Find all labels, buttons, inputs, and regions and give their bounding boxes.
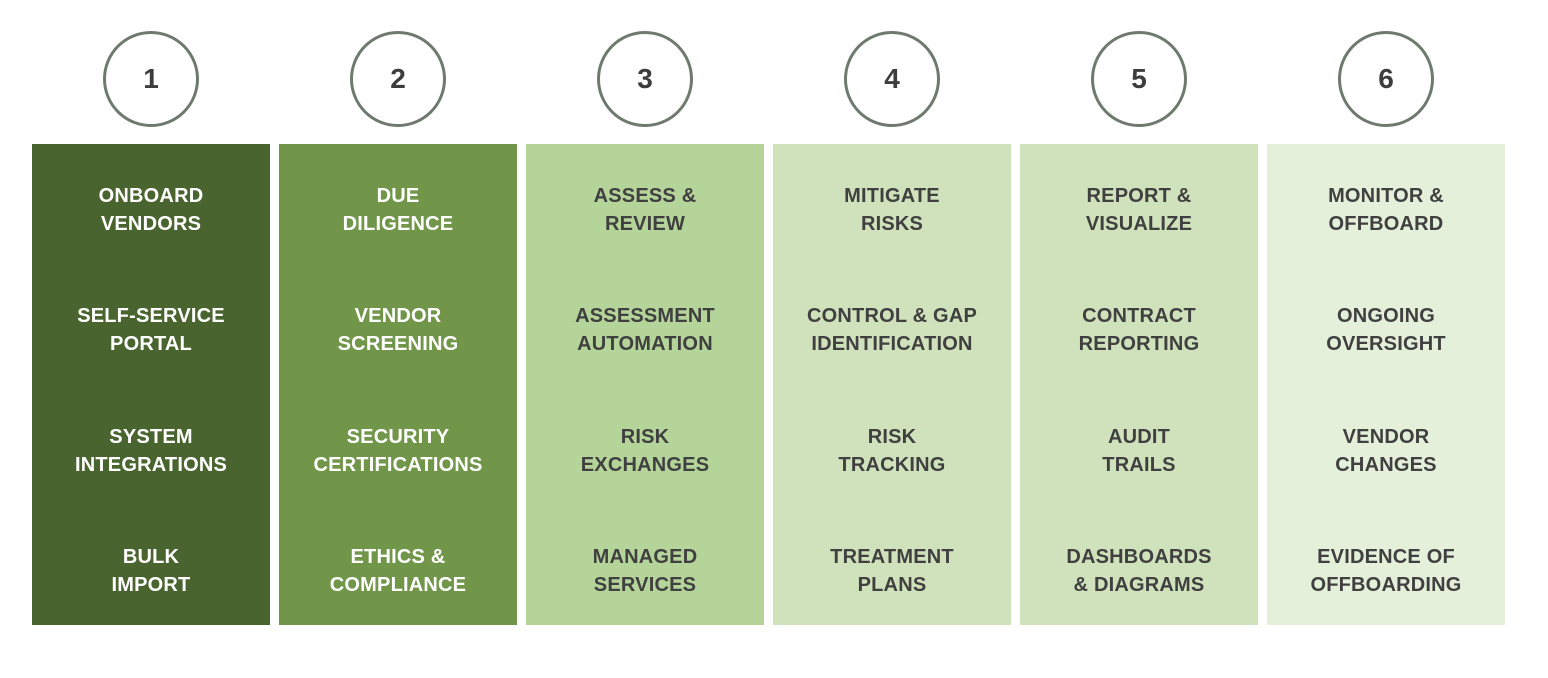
step-item: ONGOING OVERSIGHT (1326, 305, 1446, 356)
step-3-number-circle: 3 (597, 31, 693, 127)
step-column-5: 5 REPORT & VISUALIZE CONTRACT REPORTING … (1020, 31, 1258, 625)
step-2-box: DUE DILIGENCE VENDOR SCREENING SECURITY … (279, 144, 517, 625)
step-number: 3 (637, 63, 653, 94)
step-number: 1 (143, 63, 159, 94)
step-item: REPORT & VISUALIZE (1085, 185, 1193, 235)
step-item: ETHICS & COMPLIANCE (329, 545, 467, 596)
step-5-number-circle: 5 (1091, 31, 1187, 127)
step-item: CONTROL & GAP IDENTIFICATION (806, 305, 977, 356)
step-number: 5 (1131, 63, 1147, 94)
step-item: AUDIT TRAILS (1102, 425, 1176, 476)
step-4-number-circle: 4 (844, 31, 940, 127)
step-5-box: REPORT & VISUALIZE CONTRACT REPORTING AU… (1020, 144, 1258, 625)
step-2-number-circle: 2 (350, 31, 446, 127)
step-item: DUE DILIGENCE (342, 185, 454, 235)
step-item: EVIDENCE OF OFFBOARDING (1310, 545, 1462, 596)
step-item: SECURITY CERTIFICATIONS (313, 425, 483, 476)
step-item: CONTRACT REPORTING (1078, 305, 1200, 356)
step-number: 4 (884, 63, 900, 94)
step-1-number-circle: 1 (103, 31, 199, 127)
step-item: ONBOARD VENDORS (98, 185, 204, 235)
step-item: BULK IMPORT (111, 545, 191, 596)
step-item: RISK EXCHANGES (580, 425, 710, 476)
step-column-1: 1 ONBOARD VENDORS SELF-SERVICE PORTAL SY… (32, 31, 270, 625)
step-column-2: 2 DUE DILIGENCE VENDOR SCREENING SECURIT… (279, 31, 517, 625)
step-item: ASSESS & REVIEW (593, 185, 697, 235)
step-item: VENDOR SCREENING (337, 305, 459, 356)
step-6-box: MONITOR & OFFBOARD ONGOING OVERSIGHT VEN… (1267, 144, 1505, 625)
step-item: VENDOR CHANGES (1335, 425, 1437, 476)
step-item: SYSTEM INTEGRATIONS (74, 425, 228, 476)
step-item: MANAGED SERVICES (592, 545, 698, 596)
step-column-4: 4 MITIGATE RISKS CONTROL & GAP IDENTIFIC… (773, 31, 1011, 625)
step-4-box: MITIGATE RISKS CONTROL & GAP IDENTIFICAT… (773, 144, 1011, 625)
step-column-3: 3 ASSESS & REVIEW ASSESSMENT AUTOMATION … (526, 31, 764, 625)
step-item: RISK TRACKING (838, 425, 946, 476)
step-item: MITIGATE RISKS (844, 185, 940, 235)
step-item: MONITOR & OFFBOARD (1328, 185, 1444, 235)
step-item: DASHBOARDS & DIAGRAMS (1066, 545, 1212, 596)
step-number: 6 (1378, 63, 1394, 94)
step-item: SELF-SERVICE PORTAL (77, 305, 225, 356)
process-diagram: 1 ONBOARD VENDORS SELF-SERVICE PORTAL SY… (32, 31, 1505, 625)
step-6-number-circle: 6 (1338, 31, 1434, 127)
step-column-6: 6 MONITOR & OFFBOARD ONGOING OVERSIGHT V… (1267, 31, 1505, 625)
step-item: TREATMENT PLANS (830, 545, 954, 596)
step-3-box: ASSESS & REVIEW ASSESSMENT AUTOMATION RI… (526, 144, 764, 625)
step-item: ASSESSMENT AUTOMATION (575, 305, 715, 356)
step-number: 2 (390, 63, 406, 94)
step-1-box: ONBOARD VENDORS SELF-SERVICE PORTAL SYST… (32, 144, 270, 625)
